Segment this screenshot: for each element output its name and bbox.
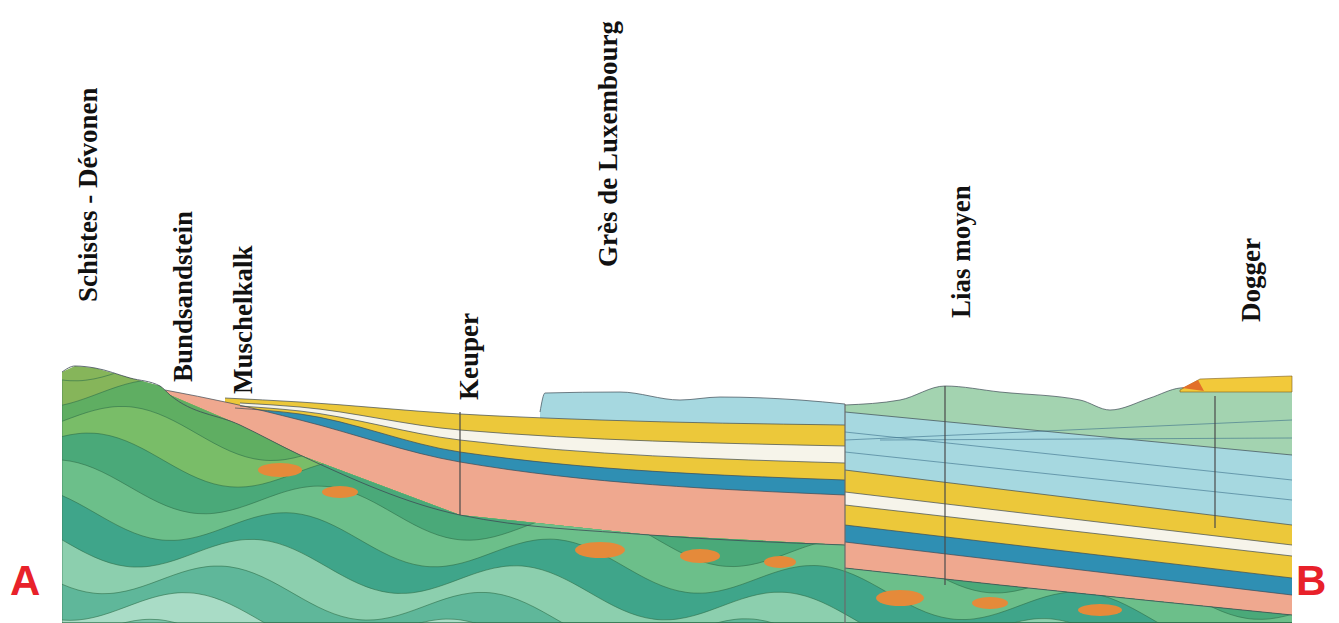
- orange-lens: [972, 597, 1008, 609]
- bedding-line: [880, 438, 1292, 440]
- unconformity: [845, 568, 1292, 615]
- borehole: [1214, 396, 1215, 528]
- bedding-line: [845, 432, 1292, 480]
- bedding-line: [845, 420, 1292, 440]
- orange-lens: [680, 549, 720, 563]
- orange-lens: [1078, 604, 1122, 616]
- layer-boundary: [540, 392, 845, 412]
- layer-boundary: [845, 492, 1292, 545]
- formation-label: Grès de Luxembourg: [595, 21, 622, 267]
- basement-schists: [0, 300, 1339, 623]
- layer-boundary: [240, 403, 845, 446]
- formation-label: Keuper: [456, 313, 483, 400]
- sediment-layer: [845, 412, 1292, 623]
- layer-boundary: [845, 412, 1292, 455]
- formation-label: Muschelkalk: [230, 245, 257, 394]
- formation-label: Lias moyen: [948, 185, 975, 318]
- formation-label: Bundsandstein: [170, 211, 197, 382]
- layer-boundary: [225, 398, 845, 425]
- layer-boundary: [845, 470, 1292, 525]
- section-end-label: B: [1296, 560, 1326, 602]
- dogger-lens: [1182, 380, 1204, 391]
- fault-line: [844, 404, 845, 623]
- fold-band: [62, 593, 1294, 623]
- layer-boundary: [845, 525, 1292, 578]
- section-end-label: A: [10, 560, 40, 602]
- fold-band: [62, 619, 1294, 623]
- orange-lens: [575, 542, 625, 558]
- formation-label: Dogger: [1238, 238, 1265, 322]
- orange-lens: [322, 486, 358, 498]
- layer-boundary: [240, 406, 845, 463]
- orange-lens: [258, 463, 302, 477]
- layer-boundary: [845, 505, 1292, 556]
- orange-lens: [764, 556, 796, 568]
- orange-lens: [876, 590, 924, 606]
- unconformity: [62, 366, 845, 545]
- borehole: [944, 386, 945, 585]
- bedding-line: [845, 452, 1292, 500]
- dogger-cap: [1180, 376, 1292, 392]
- borehole: [459, 412, 460, 515]
- formation-label: Schistes - Dévonen: [75, 88, 102, 303]
